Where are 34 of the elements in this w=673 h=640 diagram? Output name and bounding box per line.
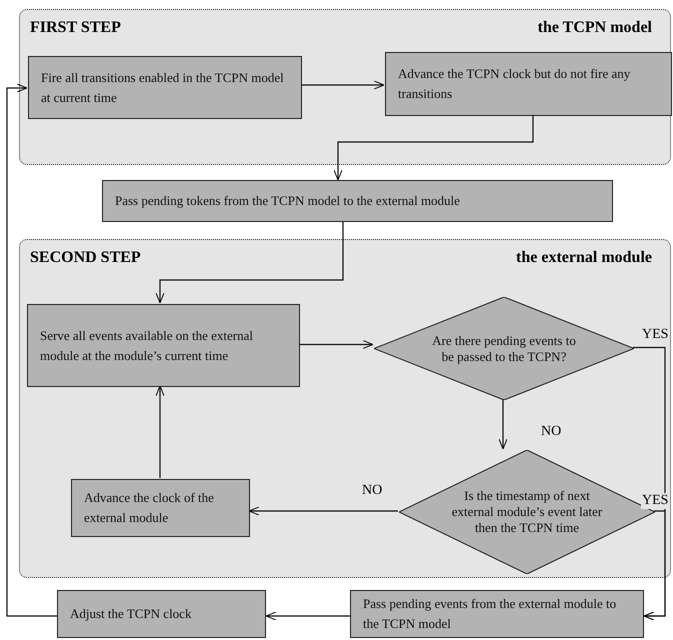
process-box: [102, 180, 613, 222]
box-text: Pass pending tokens from the TCPN model to the external module: [115, 192, 460, 210]
process-box: [57, 590, 266, 638]
box-text: Fire all transitions enabled in the TCPN model at current time: [41, 68, 285, 106]
panel-title: the external module: [516, 249, 652, 267]
process-box: [27, 304, 300, 387]
edge-label: YES: [641, 493, 670, 509]
decision-text: Is the timestamp of next external module’s event later then the TCPN time: [450, 488, 604, 536]
process-box: [28, 56, 302, 119]
box-text: Advance the TCPN clock but do not fire any transitions: [398, 65, 632, 103]
arrow: [6, 84, 57, 617]
process-box: [71, 479, 250, 537]
arrow: [299, 340, 374, 349]
step-panel: [19, 239, 671, 578]
box-text: Serve all events available on the external module at the module’s current time: [40, 326, 254, 364]
process-box: [385, 52, 672, 116]
arrow: [248, 506, 398, 516]
arrow: [301, 80, 384, 90]
arrow: [498, 399, 508, 450]
decision-diamond: [374, 297, 634, 400]
step-panel: [19, 9, 671, 165]
step-heading: SECOND STEP: [30, 249, 141, 267]
arrow: [266, 612, 350, 620]
decision-text: Are there pending events to be passed to the TCPN?: [431, 332, 577, 364]
arrow: [644, 510, 666, 620]
arrow: [334, 115, 534, 180]
step-heading: FIRST STEP: [30, 19, 121, 37]
arrow: [156, 222, 344, 304]
process-box: [350, 590, 644, 638]
panel-title: the TCPN model: [538, 19, 652, 37]
box-text: Pass pending events from the external module to the TCPN model: [363, 595, 618, 633]
arrow: [156, 386, 164, 478]
box-text: Advance the clock of the external module: [84, 489, 215, 527]
box-text: Adjust the TCPN clock: [70, 605, 192, 623]
